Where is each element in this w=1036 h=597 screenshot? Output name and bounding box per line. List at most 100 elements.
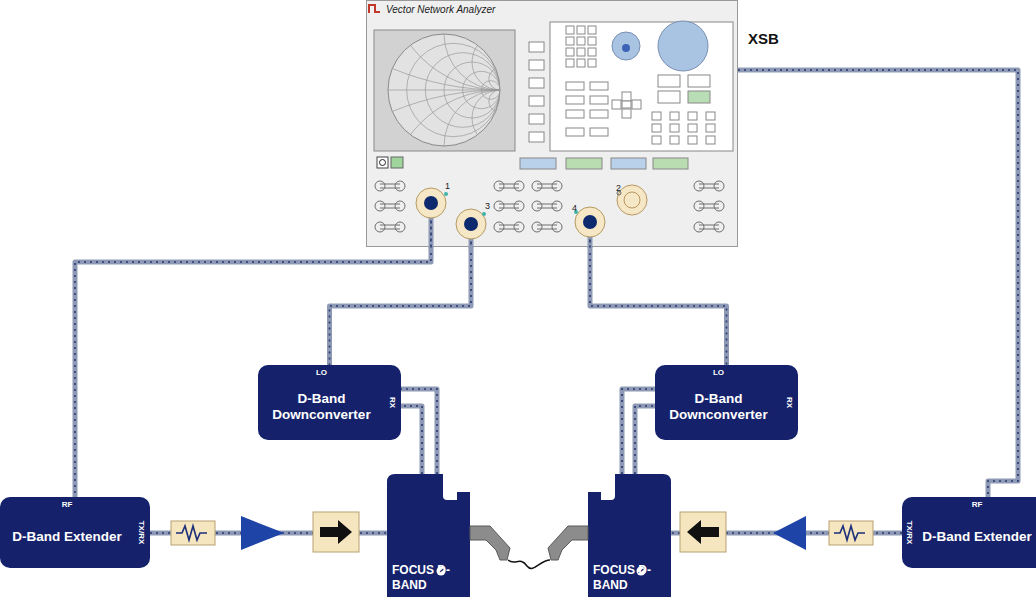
isolator-right bbox=[687, 520, 719, 544]
keypad-keys bbox=[590, 128, 608, 136]
jumper-connectors bbox=[375, 181, 405, 191]
smith-chart bbox=[220, 0, 780, 597]
keypad-panel bbox=[612, 32, 640, 60]
jumper-connectors bbox=[395, 181, 405, 191]
jumper-connectors bbox=[699, 225, 719, 226]
keypad-panel bbox=[550, 22, 733, 151]
smith-chart bbox=[388, 90, 500, 91]
keypad-panel bbox=[688, 75, 710, 87]
jumper-connectors bbox=[694, 181, 724, 191]
jumper-connectors bbox=[375, 181, 724, 232]
amplifier-right bbox=[773, 516, 806, 550]
jumper-connectors bbox=[694, 201, 704, 211]
jumper-connectors bbox=[532, 181, 562, 191]
keypad-panel bbox=[658, 21, 708, 71]
jumper-connectors bbox=[714, 181, 724, 191]
cable-pattern bbox=[590, 247, 727, 365]
jumper-connectors bbox=[537, 229, 557, 230]
keypad-panel bbox=[622, 44, 630, 52]
coax-cable bbox=[671, 533, 902, 534]
vna-screen bbox=[374, 30, 515, 151]
smith-chart bbox=[444, 90, 556, 202]
cable-pattern bbox=[671, 532, 902, 534]
smith-chart bbox=[220, 0, 780, 90]
jumper-connectors bbox=[714, 222, 724, 232]
jumper-connectors bbox=[532, 201, 562, 211]
jumper-connectors bbox=[514, 181, 524, 191]
coax-cable bbox=[738, 70, 1018, 497]
node-title: Vector Network Analyzer bbox=[386, 4, 737, 15]
keypad-keys bbox=[688, 124, 697, 132]
vna-ports bbox=[624, 192, 640, 208]
node-title: D-Band Extender bbox=[0, 529, 134, 551]
coax-cable bbox=[401, 389, 437, 474]
keypad-keys bbox=[566, 26, 574, 34]
isolator-left bbox=[313, 512, 359, 552]
keypad-keys bbox=[577, 59, 585, 67]
keypad-keys bbox=[588, 59, 596, 67]
keypad-keys bbox=[566, 37, 574, 45]
cable-pattern bbox=[75, 247, 431, 497]
jumper-connectors bbox=[537, 188, 557, 189]
smith-chart bbox=[444, 0, 556, 90]
power-button bbox=[391, 157, 403, 168]
keypad-keys bbox=[566, 96, 584, 104]
soft-keys bbox=[529, 60, 544, 70]
focus-logo bbox=[437, 567, 646, 576]
power-button bbox=[380, 160, 386, 166]
keypad-keys bbox=[588, 37, 596, 45]
jumper-connectors bbox=[694, 201, 724, 211]
keypad-keys bbox=[652, 124, 661, 132]
cable-jacket bbox=[330, 247, 472, 365]
keypad-keys bbox=[670, 136, 679, 144]
probe-right bbox=[548, 526, 588, 560]
jumper-connectors bbox=[699, 204, 719, 205]
keypad-keys bbox=[588, 48, 596, 56]
keypad-keys bbox=[566, 26, 715, 144]
jumper-connectors bbox=[714, 201, 724, 211]
vna-ports bbox=[464, 217, 478, 231]
port-label: RX bbox=[786, 397, 795, 408]
smith-chart bbox=[444, 62, 500, 118]
port-number: 2 bbox=[616, 184, 621, 193]
jumper-connectors bbox=[694, 222, 724, 232]
soft-keys bbox=[529, 78, 544, 88]
keypad-panel bbox=[550, 21, 733, 151]
vna-ports bbox=[416, 185, 647, 239]
smith-chart bbox=[489, 90, 511, 112]
smith-chart bbox=[388, 90, 612, 314]
vna-logo bbox=[369, 5, 380, 13]
jumper-connectors bbox=[537, 204, 557, 205]
amplifier-left bbox=[241, 516, 284, 550]
attenuator-left bbox=[171, 521, 215, 545]
node-title: D-Band Downconverter bbox=[258, 391, 385, 428]
jumper-connectors bbox=[537, 225, 557, 226]
jumper-connectors bbox=[537, 184, 557, 185]
function-buttons bbox=[611, 158, 646, 169]
keypad-panel bbox=[612, 100, 621, 109]
keypad-keys bbox=[577, 37, 585, 45]
positioner-body bbox=[588, 474, 671, 597]
jumper-connectors bbox=[699, 208, 719, 209]
attenuator-right bbox=[829, 521, 873, 545]
keypad-keys bbox=[652, 136, 661, 144]
jumper-connectors bbox=[395, 222, 405, 232]
port-label: RF bbox=[0, 497, 134, 512]
jumper-connectors bbox=[699, 188, 719, 189]
smith-chart bbox=[388, 34, 500, 146]
node-title: FOCUS D-BAND bbox=[387, 563, 450, 597]
port-label: TX/RX bbox=[906, 521, 915, 545]
function-buttons bbox=[520, 158, 556, 169]
downconverter: LOD-Band DownconverterRX bbox=[258, 365, 401, 440]
keypad-keys bbox=[577, 26, 585, 34]
cable-pattern bbox=[622, 389, 655, 474]
soft-keys bbox=[529, 42, 544, 142]
smith-chart bbox=[472, 90, 528, 146]
smith-chart bbox=[481, 81, 500, 100]
isolator-right bbox=[680, 512, 726, 552]
cable-jacket bbox=[622, 389, 655, 474]
jumper-connectors bbox=[499, 184, 519, 185]
port-label: LO bbox=[655, 365, 782, 380]
